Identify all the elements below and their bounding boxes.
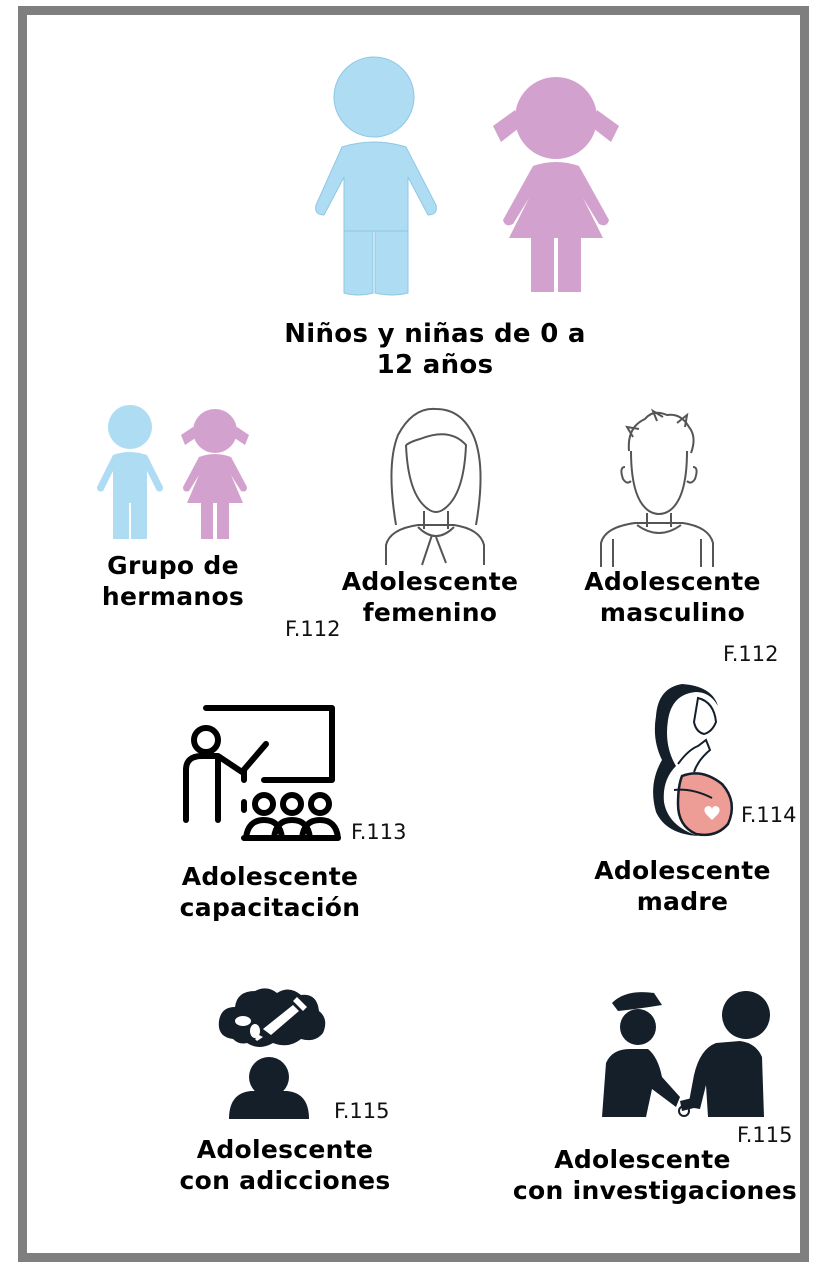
- investigations-label: Adolescente con investigaciones: [495, 1144, 815, 1206]
- mother-label: Adolescente madre: [580, 855, 785, 917]
- training-label-line1: Adolescente: [181, 862, 359, 891]
- siblings-icon: [97, 405, 249, 539]
- addictions-label-line1: Adolescente: [196, 1135, 374, 1164]
- mother-label-line2: madre: [636, 887, 729, 916]
- training-ref: F.113: [351, 820, 407, 844]
- mother-label-line1: Adolescente: [594, 856, 771, 885]
- female-label: Adolescente femenino: [325, 566, 535, 628]
- addiction-icon: [218, 988, 326, 1119]
- page-border: [18, 6, 809, 1262]
- training-label: Adolescente capacitación: [155, 861, 385, 923]
- police-arrest-icon: [602, 991, 770, 1117]
- investigations-ref: F.115: [737, 1123, 793, 1147]
- training-label-line2: capacitación: [179, 893, 361, 922]
- addictions-ref: F.115: [334, 1099, 390, 1123]
- boy-icon: [315, 56, 437, 296]
- siblings-label-line1: Grupo de: [107, 551, 239, 580]
- mother-ref: F.114: [741, 803, 797, 827]
- classroom-icon: [183, 705, 341, 841]
- siblings-label: Grupo de hermanos: [88, 550, 258, 612]
- girl-icon: [493, 77, 619, 292]
- addictions-label: Adolescente con adicciones: [155, 1134, 415, 1196]
- siblings-label-line2: hermanos: [101, 582, 245, 611]
- male-teen-icon: [600, 408, 714, 567]
- female-teen-icon: [385, 407, 485, 566]
- pregnant-icon: [653, 684, 734, 837]
- female-ref: F.112: [285, 617, 341, 641]
- female-label-line2: femenino: [362, 598, 498, 627]
- male-ref: F.112: [723, 642, 779, 666]
- male-label: Adolescente masculino: [565, 566, 780, 628]
- investigations-label-line1: Adolescente: [554, 1145, 731, 1174]
- female-label-line1: Adolescente: [341, 567, 519, 596]
- investigations-label-line2: con investigaciones: [512, 1176, 798, 1205]
- main-title: Niños y niñas de 0 a 12 años: [250, 319, 620, 381]
- addictions-label-line2: con adicciones: [179, 1166, 391, 1195]
- male-label-line1: Adolescente: [584, 567, 761, 596]
- male-label-line2: masculino: [599, 598, 746, 627]
- main-title-line2: 12 años: [376, 350, 494, 380]
- main-title-line1: Niños y niñas de 0 a: [284, 319, 586, 349]
